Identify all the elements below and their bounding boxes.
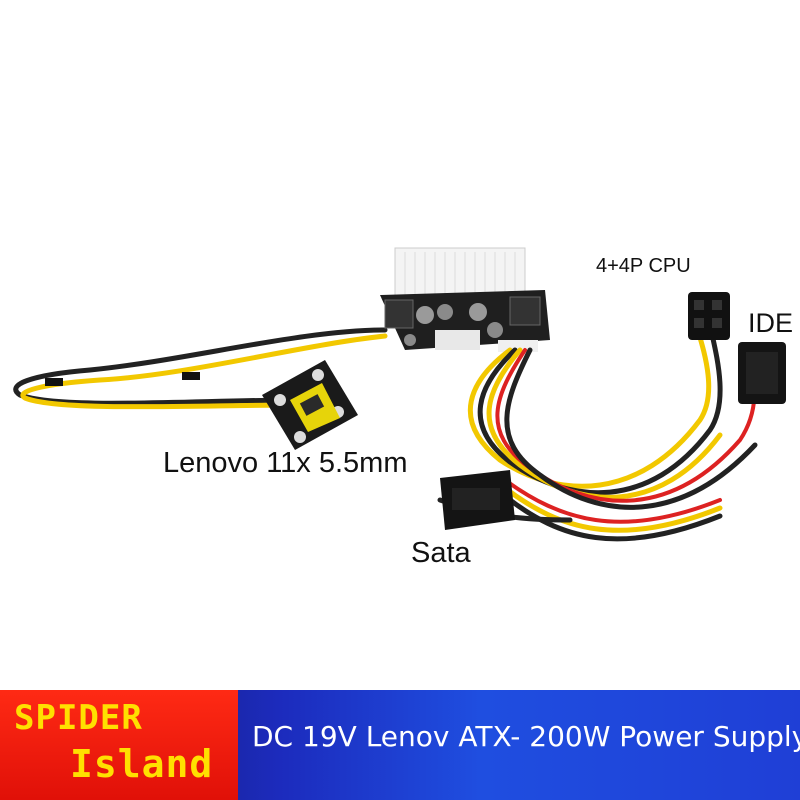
psu-board <box>380 247 550 352</box>
power-supply-photo <box>13 247 786 542</box>
label-ide: IDE <box>748 308 794 338</box>
cpu-connector <box>688 292 730 340</box>
product-title: DC 19V Lenov ATX- 200W Power Supply <box>252 720 800 753</box>
sata-connector <box>440 470 515 530</box>
label-lenovo-jack: Lenovo 11x 5.5mm <box>163 447 408 479</box>
brand-line2: Island <box>70 742 214 786</box>
brand-line1: SPIDER <box>14 698 143 738</box>
ide-connector <box>738 342 786 404</box>
label-cpu: 4+4P CPU <box>596 255 691 277</box>
label-sata: Sata <box>411 537 471 569</box>
output-cables <box>437 317 758 542</box>
lenovo-jack-board <box>262 360 358 450</box>
jack-cable <box>13 327 388 410</box>
product-banner: SPIDER Island DC 19V Lenov ATX- 200W Pow… <box>0 690 800 800</box>
brand-logo: SPIDER Island <box>0 690 238 800</box>
